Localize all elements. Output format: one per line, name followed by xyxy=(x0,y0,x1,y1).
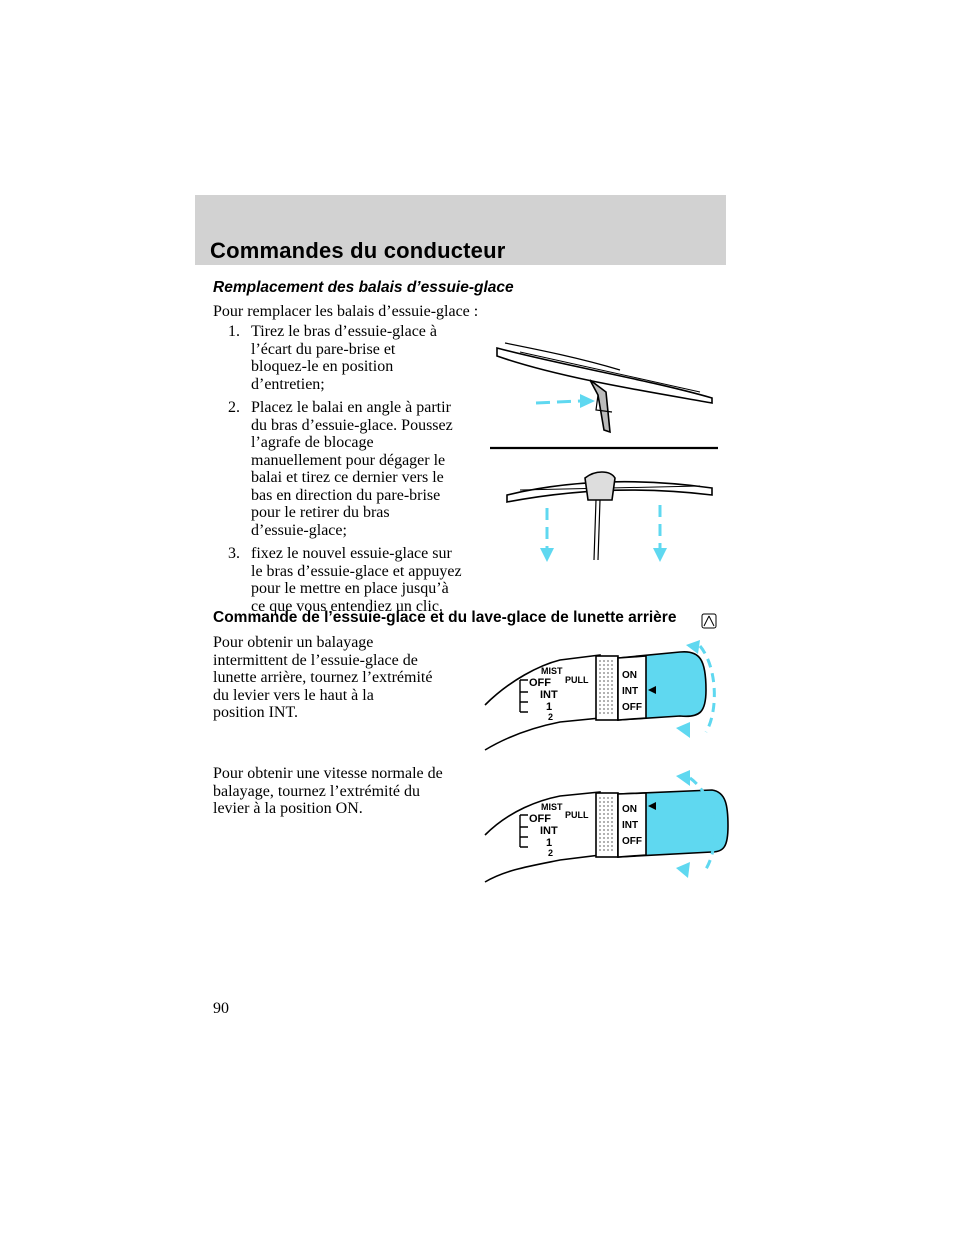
step-number: 3. xyxy=(228,545,240,562)
wiper-blade-top xyxy=(496,342,713,434)
push-clip-arrow xyxy=(535,394,595,408)
tip-label-on: ON xyxy=(622,804,637,815)
pull-down-arrows xyxy=(540,505,667,562)
lever-label-2: 2 xyxy=(548,712,553,722)
section-intro: Pour remplacer les balais d’essuie-glace… xyxy=(213,303,479,320)
lever-label-mist: MIST xyxy=(541,666,563,676)
step-line: bas en direction du pare-brise xyxy=(251,486,441,504)
section-title-rear-wiper: Commande de l’essuie-glace et du lave-gl… xyxy=(213,609,677,626)
section-title-blade-replacement: Remplacement des balais d’essuie-glace xyxy=(213,279,514,296)
step-line: Placez le balai en angle à partir xyxy=(251,399,451,416)
tip-label-int: INT xyxy=(622,686,638,697)
para-line: intermittent de l’essuie-glace de xyxy=(213,651,418,669)
step-line: pour le mettre en place jusqu’à xyxy=(251,580,449,597)
para-line: Pour obtenir un balayage xyxy=(213,634,374,651)
step-line: fixez le nouvel essuie-glace sur xyxy=(251,545,452,562)
lever-label-1: 1 xyxy=(546,837,552,849)
step-line: d’entretien; xyxy=(251,375,325,393)
page-number: 90 xyxy=(213,1000,229,1017)
step-line: manuellement pour dégager le xyxy=(251,451,446,469)
step-number: 1. xyxy=(228,323,240,340)
step-line: du bras d’essuie-glace. Poussez xyxy=(251,416,453,434)
step-line: le bras d’essuie-glace et appuyez xyxy=(251,562,462,580)
para-line: balayage, tournez l’extrémité du xyxy=(213,782,421,800)
tip-label-off: OFF xyxy=(622,702,642,713)
wiper-blade-bottom xyxy=(506,471,713,561)
step-line: l’agrafe de blocage xyxy=(251,434,374,451)
rotate-up-arrow xyxy=(676,640,716,738)
lever-label-int: INT xyxy=(540,825,558,837)
position-indicator-icon xyxy=(648,686,656,694)
step-line: balai et tirez ce dernier vers le xyxy=(251,469,444,486)
lever-label-pull: PULL xyxy=(565,810,589,820)
position-indicator-icon xyxy=(648,802,656,810)
step-line: ce que vous entendiez un clic. xyxy=(251,597,443,615)
lever-label-mist: MIST xyxy=(541,802,563,812)
para-line: du levier vers le haut à la xyxy=(213,686,374,704)
lever-label-1: 1 xyxy=(546,701,552,713)
rear-wiper-intermittent-text: Pour obtenir un balayage intermittent de… xyxy=(213,634,432,722)
step-number: 2. xyxy=(228,399,240,416)
step-line: pour le retirer du bras xyxy=(251,504,390,521)
para-line: lunette arrière, tournez l’extrémité xyxy=(213,669,433,686)
tip-label-on: ON xyxy=(622,670,637,681)
page-header-title: Commandes du conducteur xyxy=(210,238,506,263)
para-line: position INT. xyxy=(213,704,299,721)
step-line: Tirez le bras d’essuie-glace à xyxy=(251,323,437,340)
para-line: Pour obtenir une vitesse normale de xyxy=(213,765,443,782)
step-line: bloquez-le en position xyxy=(251,358,394,375)
step-line: l’écart du pare-brise et xyxy=(251,340,396,358)
lever-label-off: OFF xyxy=(529,813,551,825)
para-line: levier à la position ON. xyxy=(213,800,363,817)
header-band xyxy=(195,195,726,265)
rear-wiper-icon xyxy=(701,613,717,629)
lever-label-off: OFF xyxy=(529,677,551,689)
lever-label-int: INT xyxy=(540,689,558,701)
tip-label-int: INT xyxy=(622,820,638,831)
rotate-down-arrow xyxy=(676,770,717,878)
rear-wiper-normal-text: Pour obtenir une vitesse normale de bala… xyxy=(213,765,443,818)
step-line: d’essuie-glace; xyxy=(251,521,347,539)
tip-label-off: OFF xyxy=(622,836,642,847)
lever-label-2: 2 xyxy=(548,848,553,858)
lever-label-pull: PULL xyxy=(565,675,589,685)
